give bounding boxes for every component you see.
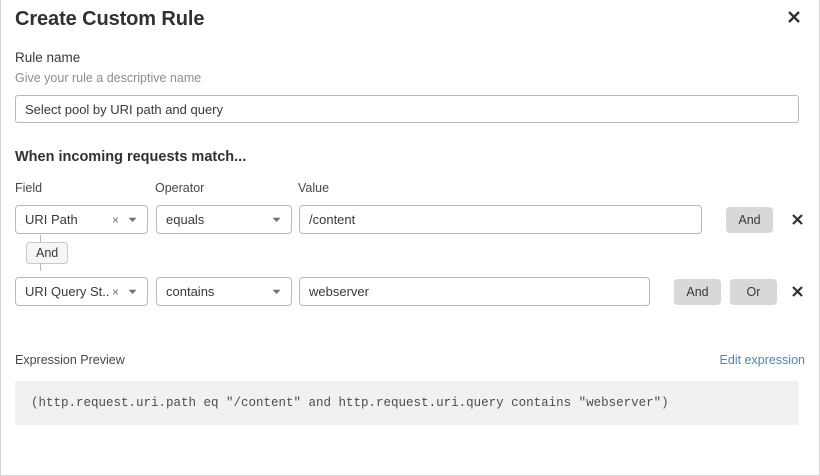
field-select-2[interactable]: URI Query St... × xyxy=(15,277,148,306)
dialog-header: Create Custom Rule xyxy=(15,0,805,46)
chevron-down-icon[interactable] xyxy=(267,289,291,295)
value-input-2[interactable] xyxy=(299,277,650,306)
rule-name-label: Rule name xyxy=(15,50,81,65)
clear-icon[interactable]: × xyxy=(111,212,119,227)
close-icon[interactable] xyxy=(783,6,805,28)
field-select-2-value: URI Query St... xyxy=(25,284,110,299)
operator-select-1-value: equals xyxy=(166,212,205,227)
remove-condition-1-icon[interactable] xyxy=(786,208,808,230)
chevron-down-icon[interactable] xyxy=(123,217,147,223)
rule-name-help: Give your rule a descriptive name xyxy=(15,71,202,85)
expression-preview-label: Expression Preview xyxy=(15,353,125,367)
condition-column-headers: Field Operator Value xyxy=(15,181,805,201)
operator-select-2[interactable]: contains xyxy=(156,277,292,306)
rule-name-input[interactable] xyxy=(15,95,799,123)
chevron-down-icon[interactable] xyxy=(267,217,291,223)
or-button-2[interactable]: Or xyxy=(730,279,777,305)
page-title: Create Custom Rule xyxy=(15,8,205,30)
operator-select-2-value: contains xyxy=(166,284,215,299)
connector-line-top xyxy=(40,235,41,242)
field-select-1[interactable]: URI Path × xyxy=(15,205,148,234)
connector-line-bottom xyxy=(40,263,41,271)
remove-condition-2-icon[interactable] xyxy=(786,280,808,302)
condition-connector: And xyxy=(15,235,805,271)
column-header-value: Value xyxy=(298,181,330,195)
match-section-heading: When incoming requests match... xyxy=(15,149,247,165)
clear-icon[interactable]: × xyxy=(111,284,119,299)
operator-select-1[interactable]: equals xyxy=(156,205,292,234)
column-header-field: Field xyxy=(15,181,43,195)
column-header-operator: Operator xyxy=(155,181,205,195)
edit-expression-link[interactable]: Edit expression xyxy=(719,353,805,367)
condition-row: URI Path × equals And xyxy=(15,205,805,235)
expression-preview-header: Expression Preview Edit expression xyxy=(15,353,805,371)
chevron-down-icon[interactable] xyxy=(123,289,147,295)
connector-and-chip[interactable]: And xyxy=(26,242,69,264)
and-button-2[interactable]: And xyxy=(674,279,721,305)
value-input-1[interactable] xyxy=(299,205,702,234)
and-button-1[interactable]: And xyxy=(726,207,773,233)
table-row: URI Query St... × contains And Or xyxy=(15,277,805,307)
field-select-1-value: URI Path xyxy=(25,212,78,227)
expression-preview-code: (http.request.uri.path eq "/content" and… xyxy=(15,381,799,425)
